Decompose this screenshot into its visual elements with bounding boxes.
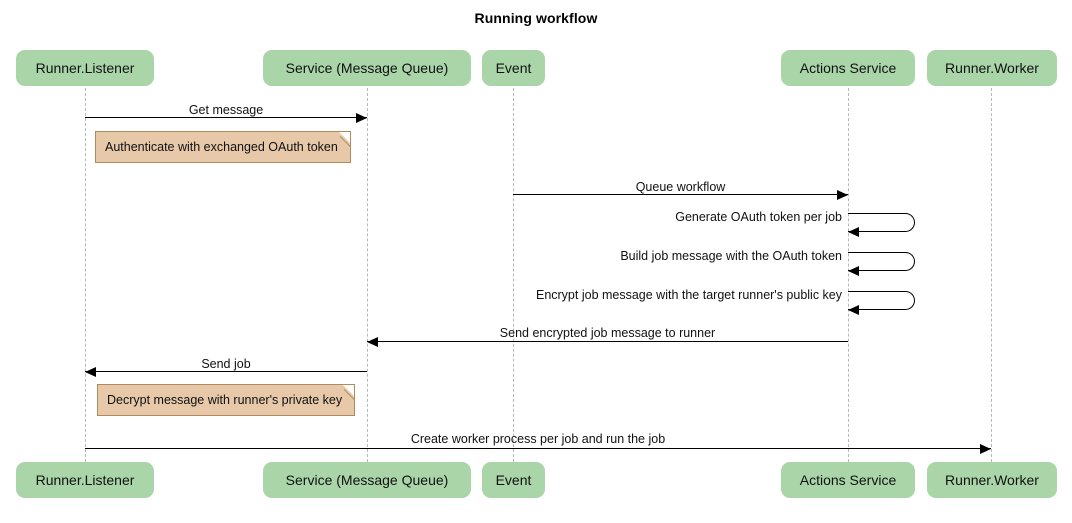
arrowhead-m8 (980, 444, 991, 454)
participant-label: Runner.Worker (945, 60, 1039, 76)
participant-service-mq-bottom[interactable]: Service (Message Queue) (263, 462, 471, 498)
message-line-m8 (85, 448, 991, 449)
message-line-m1 (85, 117, 367, 118)
participant-label: Actions Service (799, 60, 897, 76)
participant-label: Service (Message Queue) (285, 472, 449, 488)
participant-runner-listener-top[interactable]: Runner.Listener (16, 50, 154, 86)
arrowhead-m2 (837, 190, 848, 200)
self-message-loop-m3 (848, 213, 915, 232)
message-label-m1: Get message (188, 103, 264, 117)
participant-event-bottom[interactable]: Event (482, 462, 545, 498)
participant-runner-worker-bottom[interactable]: Runner.Worker (927, 462, 1057, 498)
participant-event-top[interactable]: Event (482, 50, 545, 86)
message-label-m5: Encrypt job message with the target runn… (535, 288, 842, 302)
message-label-m8: Create worker process per job and run th… (410, 432, 666, 446)
message-line-m6 (367, 341, 848, 342)
participant-label: Event (495, 472, 532, 488)
arrowhead-m5 (848, 305, 859, 315)
message-label-m6: Send encrypted job message to runner (499, 326, 716, 340)
participant-label: Actions Service (799, 472, 897, 488)
arrowhead-m1 (356, 113, 367, 123)
participant-label: Service (Message Queue) (285, 60, 449, 76)
participant-actions-service-bottom[interactable]: Actions Service (781, 462, 915, 498)
participant-label: Runner.Listener (35, 60, 135, 76)
message-label-m4: Build job message with the OAuth token (620, 249, 842, 263)
note-n1: Authenticate with exchanged OAuth token (95, 131, 351, 163)
arrowhead-m3 (848, 227, 859, 237)
lifeline-runner-worker (991, 88, 992, 462)
note-text: Decrypt message with runner's private ke… (107, 393, 343, 407)
arrowhead-m7 (85, 367, 96, 377)
note-n2: Decrypt message with runner's private ke… (97, 384, 355, 416)
self-message-loop-m4 (848, 252, 915, 271)
note-fold-edge (338, 385, 354, 401)
lifeline-runner-listener (85, 88, 86, 462)
note-text: Authenticate with exchanged OAuth token (105, 140, 338, 154)
participant-actions-service-top[interactable]: Actions Service (781, 50, 915, 86)
participant-label: Event (495, 60, 532, 76)
note-fold-edge (334, 132, 350, 148)
lifeline-service-mq (367, 88, 368, 462)
participant-runner-listener-bottom[interactable]: Runner.Listener (16, 462, 154, 498)
participant-label: Runner.Listener (35, 472, 135, 488)
participant-service-mq-top[interactable]: Service (Message Queue) (263, 50, 471, 86)
participant-runner-worker-top[interactable]: Runner.Worker (927, 50, 1057, 86)
participant-label: Runner.Worker (945, 472, 1039, 488)
lifeline-event (513, 88, 514, 462)
message-label-m3: Generate OAuth token per job (675, 210, 842, 224)
message-line-m2 (513, 194, 848, 195)
message-label-m7: Send job (201, 357, 251, 371)
message-line-m7 (85, 371, 367, 372)
message-label-m2: Queue workflow (635, 180, 726, 194)
arrowhead-m4 (848, 266, 859, 276)
arrowhead-m6 (367, 337, 378, 347)
diagram-title: Running workflow (474, 10, 598, 26)
self-message-loop-m5 (848, 291, 915, 310)
